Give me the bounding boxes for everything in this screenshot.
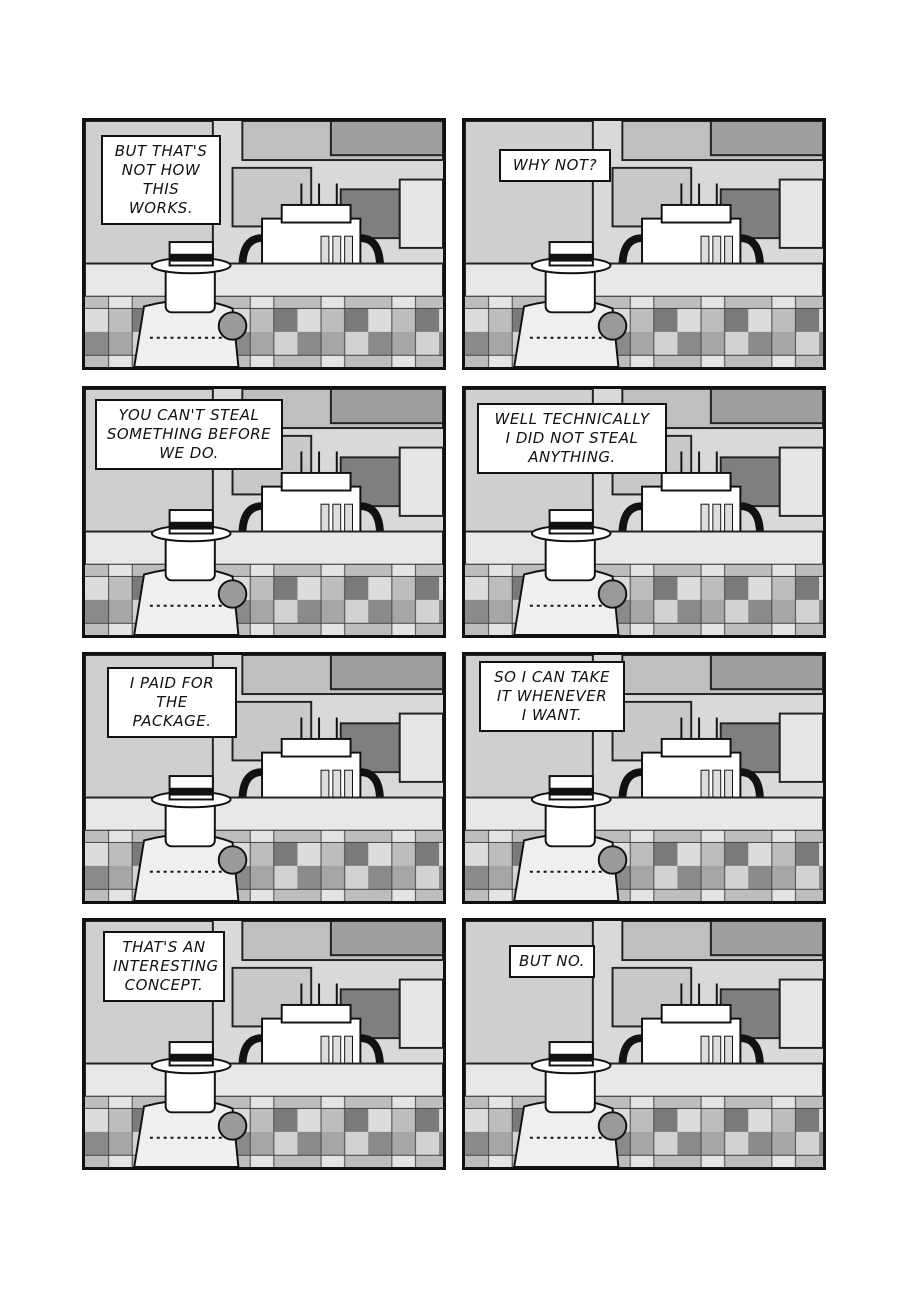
speech-bubble-5: I PAID FOR THE PACKAGE.	[107, 667, 237, 738]
speech-bubble-4: WELL TECHNICALLY I DID NOT STEAL ANYTHIN…	[477, 403, 667, 474]
comic-panel-7: THAT'S AN INTERESTING CONCEPT.	[82, 918, 446, 1170]
comic-panel-2: WHY NOT?	[462, 118, 826, 370]
speech-bubble-1: BUT THAT'S NOT HOW THIS WORKS.	[101, 135, 221, 225]
speech-bubble-2: WHY NOT?	[499, 149, 611, 182]
comic-panel-3: YOU CAN'T STEAL SOMETHING BEFORE WE DO.	[82, 386, 446, 638]
comic-panel-5: I PAID FOR THE PACKAGE.	[82, 652, 446, 904]
speech-bubble-6: SO I CAN TAKE IT WHENEVER I WANT.	[479, 661, 625, 732]
comic-panel-8: BUT NO.	[462, 918, 826, 1170]
comic-panel-4: WELL TECHNICALLY I DID NOT STEAL ANYTHIN…	[462, 386, 826, 638]
comic-panel-1: BUT THAT'S NOT HOW THIS WORKS.	[82, 118, 446, 370]
speech-bubble-3: YOU CAN'T STEAL SOMETHING BEFORE WE DO.	[95, 399, 283, 470]
comic-panel-6: SO I CAN TAKE IT WHENEVER I WANT.	[462, 652, 826, 904]
speech-bubble-7: THAT'S AN INTERESTING CONCEPT.	[103, 931, 225, 1002]
speech-bubble-8: BUT NO.	[509, 945, 595, 978]
